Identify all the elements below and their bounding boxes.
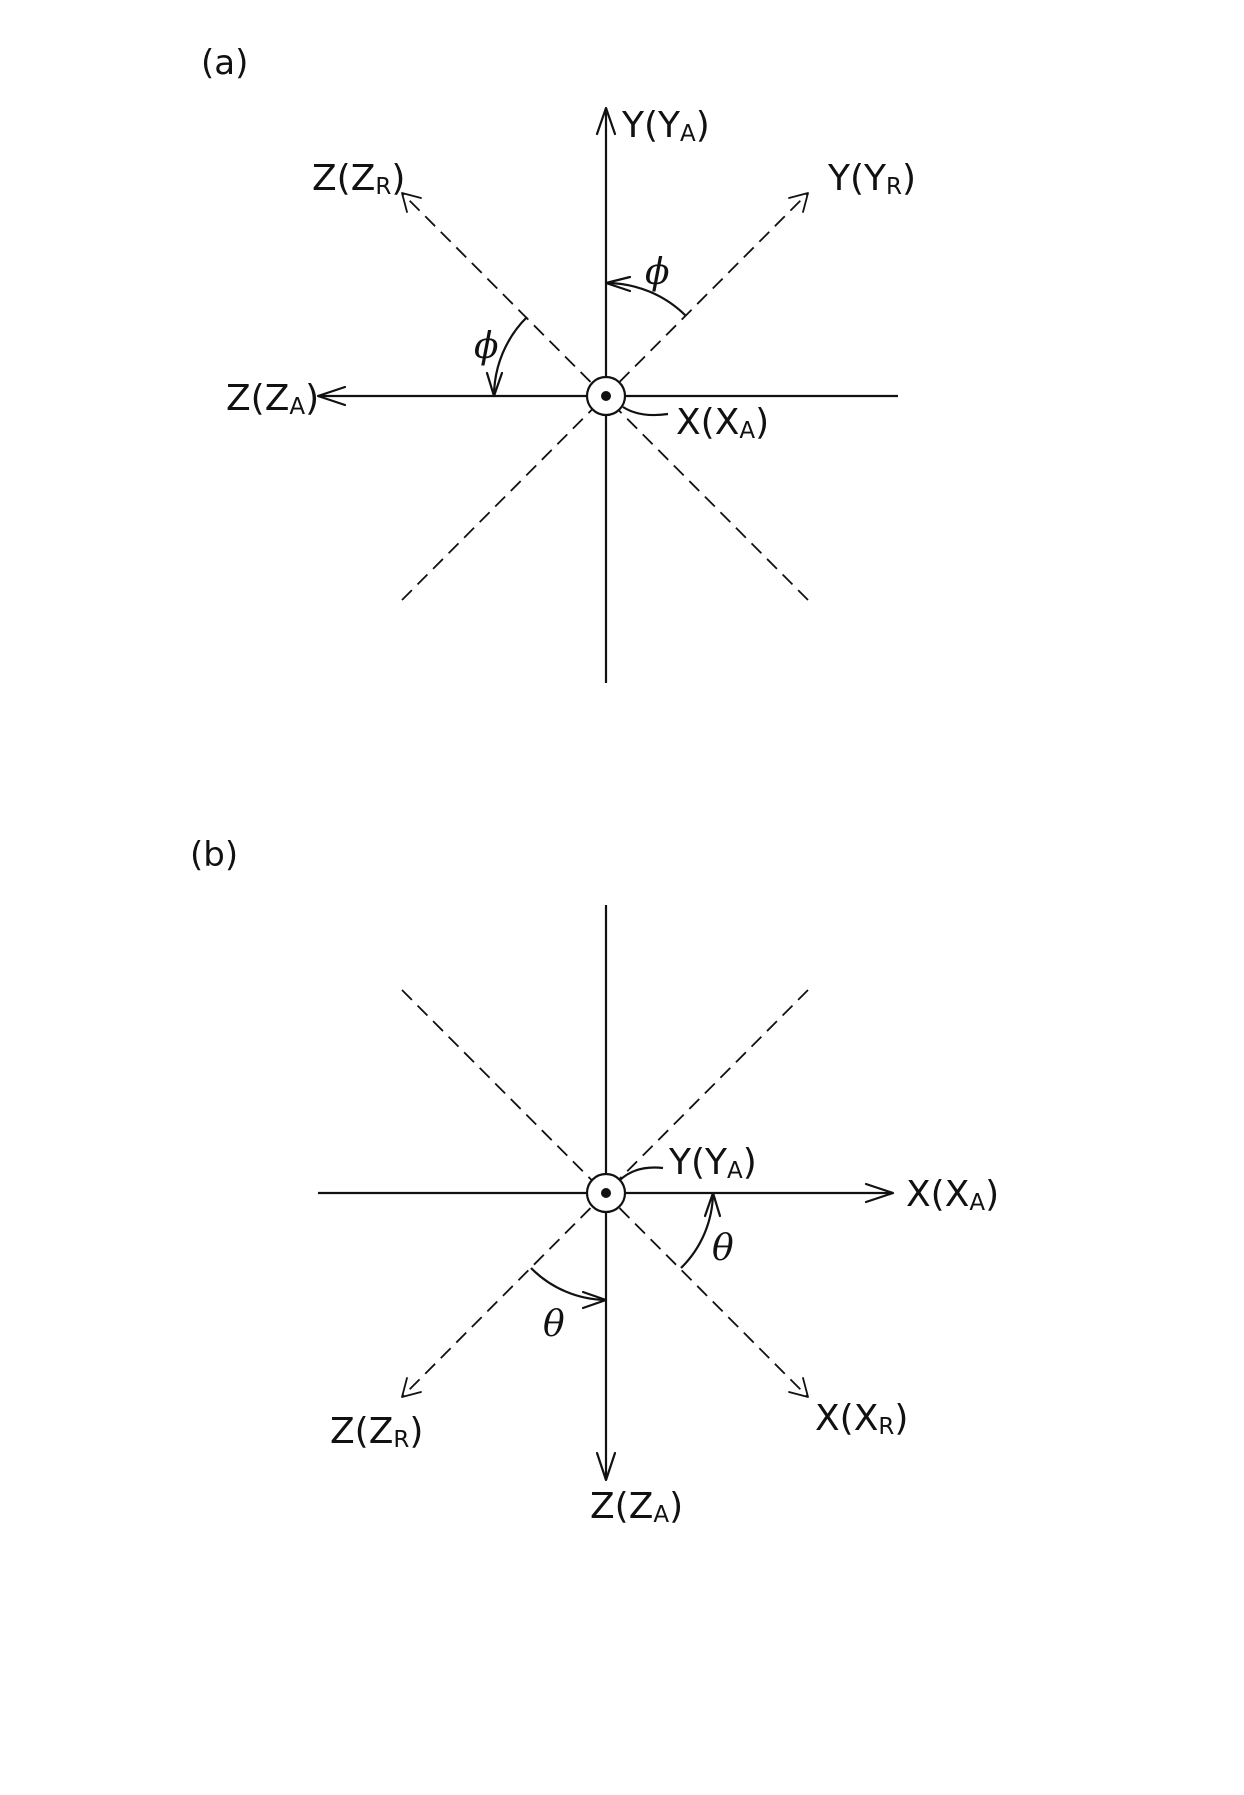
panel-a-x-leader-line — [623, 407, 668, 415]
panel-a-y-rotated-label: Y(YR) — [827, 158, 916, 200]
panel-a-phi-label-upper: ϕ — [645, 252, 670, 293]
panel-a-phi-label-left: ϕ — [474, 326, 499, 367]
panel-b-x-rotated-label: X(XR) — [815, 1398, 908, 1440]
panel-b-y-leader-line — [620, 1168, 663, 1181]
panel-a-z-rotated-label: Z(ZR) — [312, 158, 405, 200]
panel-b-theta-label-lower: θ — [543, 1304, 565, 1345]
panel-a-y-absolute-label: Y(YA) — [621, 105, 710, 147]
panel-a-label: (a) — [201, 43, 248, 83]
panel-b-x-absolute-label: X(XA) — [906, 1174, 999, 1216]
panel-b-theta-label-right: θ — [712, 1228, 734, 1269]
panel-b-label: (b) — [190, 835, 238, 875]
panel-a-z-absolute-label: Z(ZA) — [226, 378, 319, 420]
panel-b: (b) Y(YA) X(XA) X(XR) Z(ZR) Z(ZA) θ θ — [190, 835, 999, 1528]
panel-a: (a) Y(YA) Y(YR) Z(ZR) Z(ZA) X(XA) ϕ ϕ — [201, 43, 916, 683]
panel-b-z-rotated-label: Z(ZR) — [330, 1411, 423, 1453]
panel-a-x-axis-dot — [601, 391, 611, 401]
panel-b-z-absolute-label: Z(ZA) — [590, 1486, 683, 1528]
panel-b-y-axis-dot — [601, 1188, 611, 1198]
panel-a-x-absolute-label: X(XA) — [676, 402, 769, 444]
panel-b-y-absolute-label: Y(YA) — [668, 1142, 757, 1184]
